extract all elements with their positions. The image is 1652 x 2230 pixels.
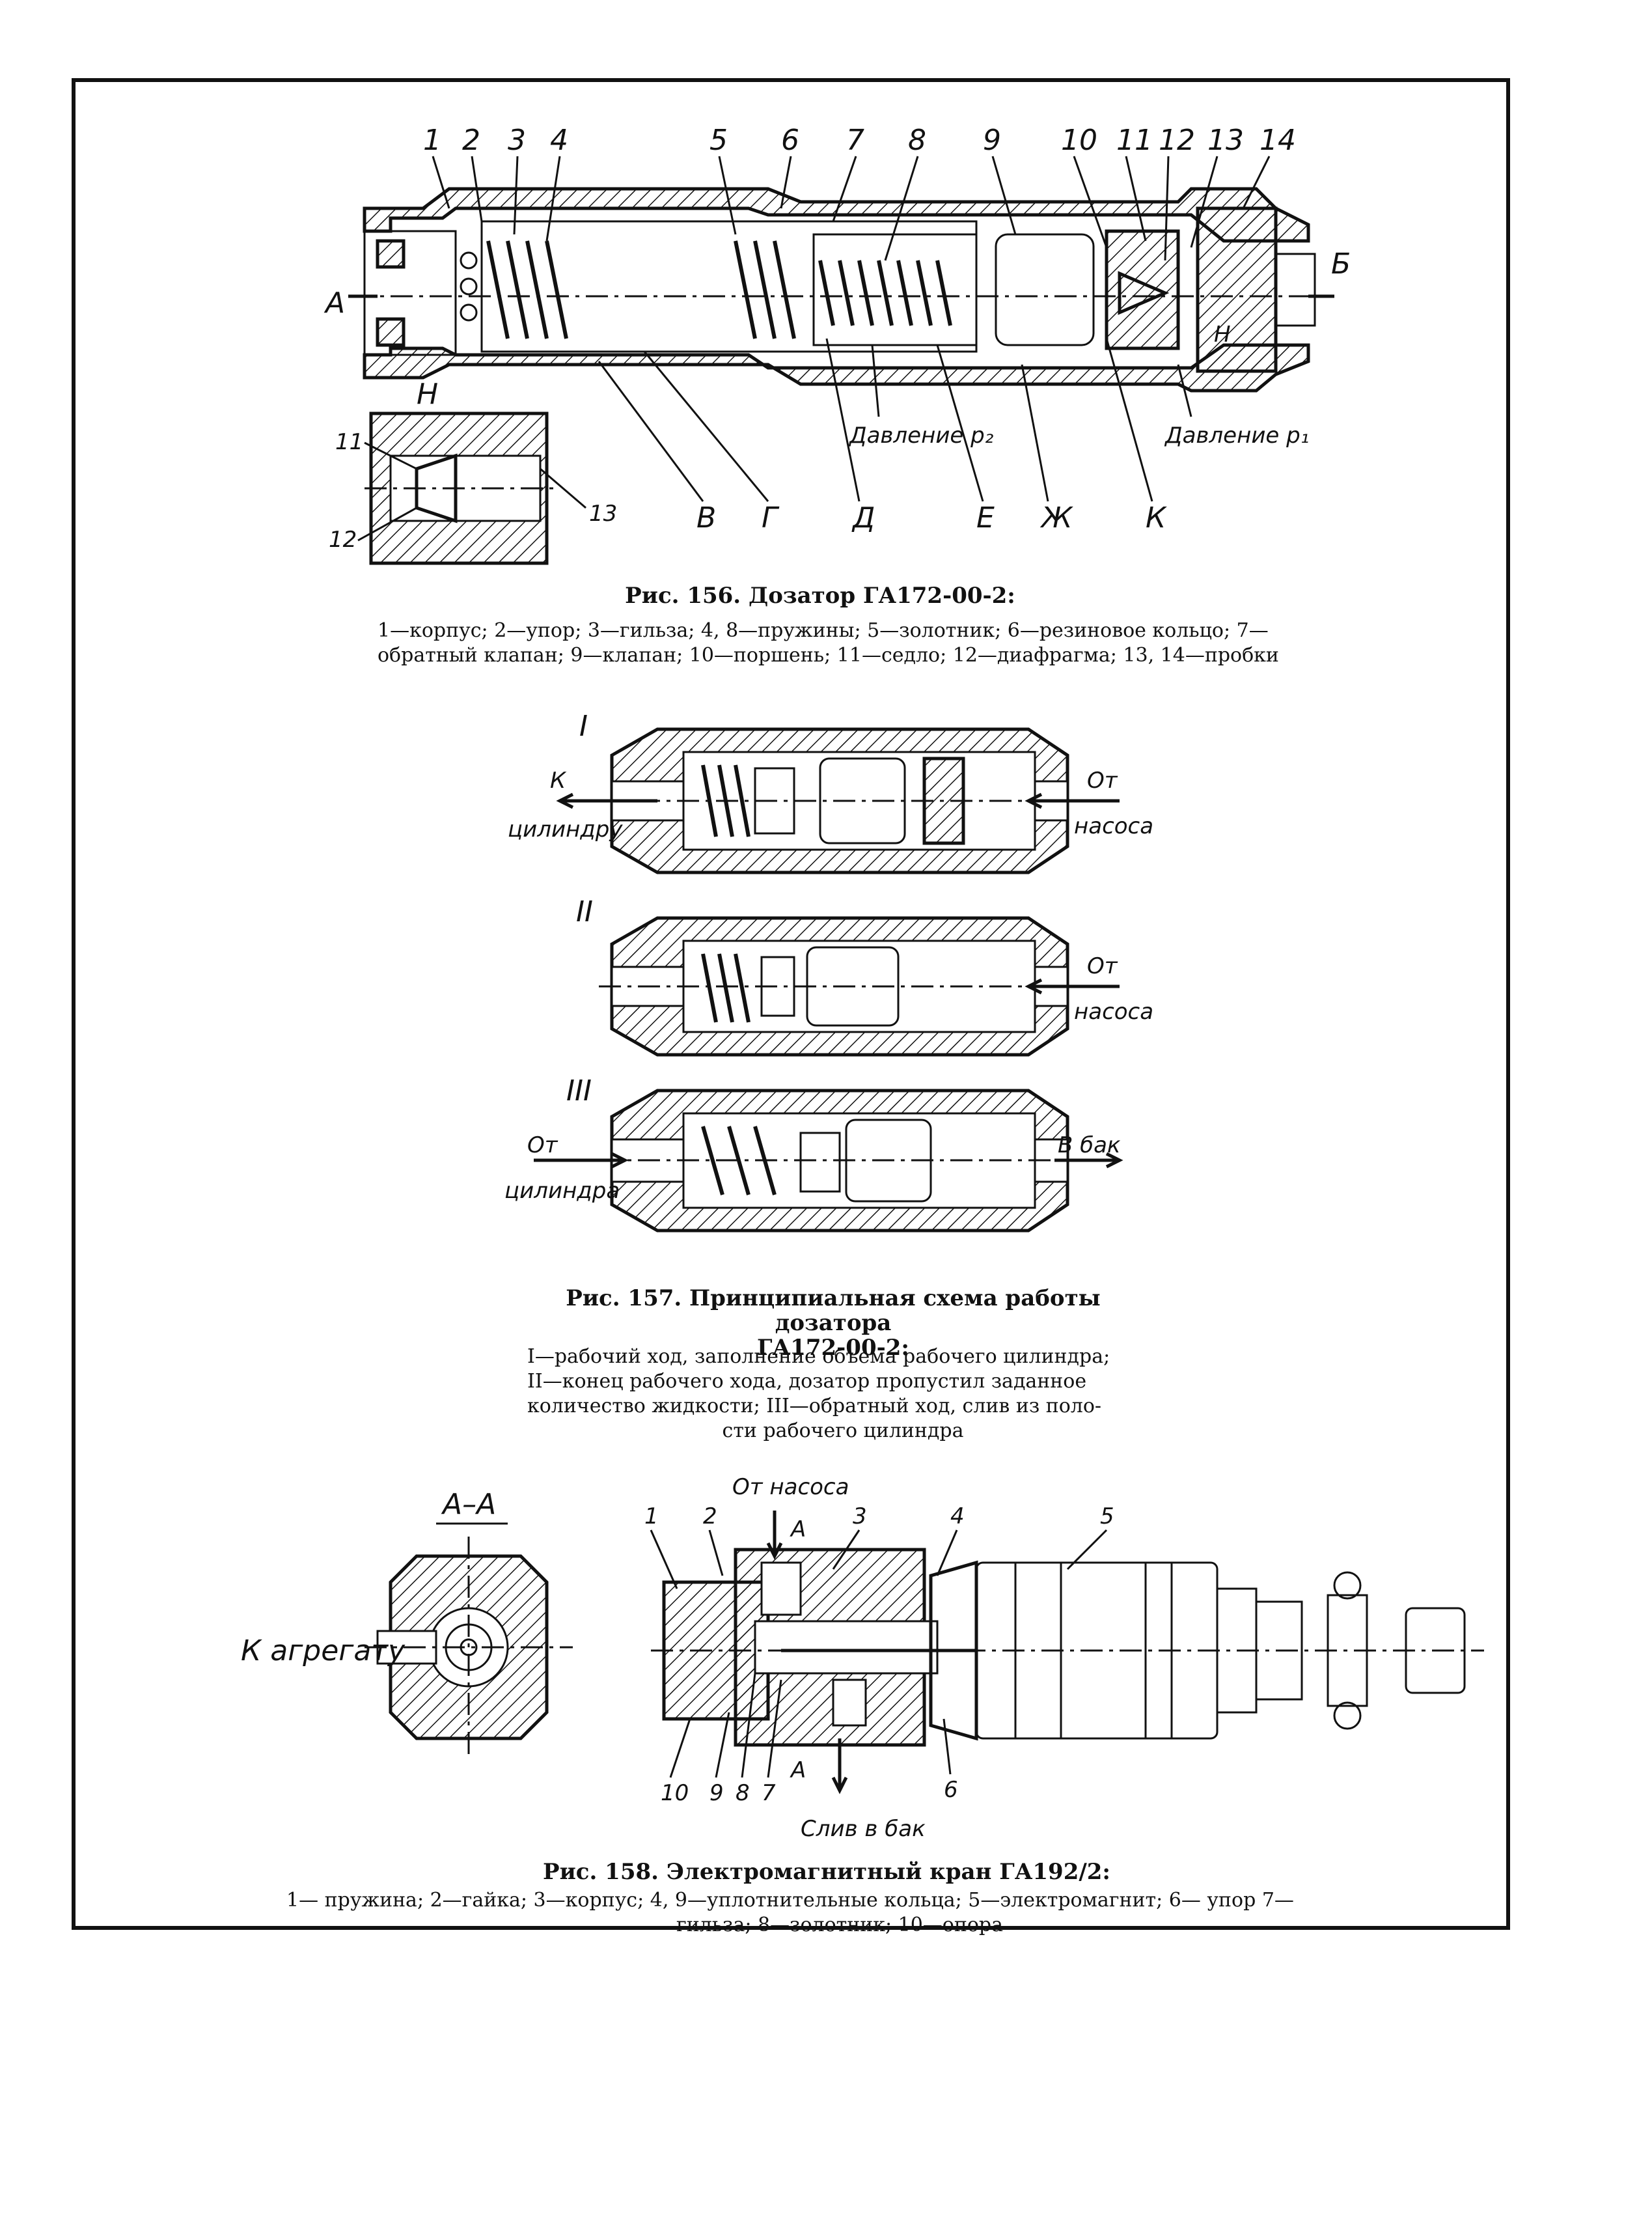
fig158-valve: От насоса Слив в бак А А [651,1474,1484,1842]
callout-14: 14 [1260,124,1296,157]
fig156-detail-h: Н 11 12 13 [329,378,617,565]
fig158-caption-line2: гильза; 8—золотник; 10—опора [676,1914,1003,1936]
stage2-right-2: насоса [1074,999,1153,1025]
fig156-left-plug [363,230,457,356]
callout-4: 4 [550,124,568,157]
fig157-caption-title-1: Рис. 157. Принципиальная схема работы до… [566,1285,1101,1336]
fig156-caption-title: Рис. 156. Дозатор ГА172-00-2: [625,583,1015,609]
fig157-stage-3: III От цилиндра В бак [504,1074,1123,1233]
callout-13: 13 [1207,124,1244,157]
fig157-caption-title: Рис. 157. Принципиальная схема работы до… [521,1286,1146,1360]
stage3-right: В бак [1058,1132,1121,1158]
stage1-left-1: К [550,768,567,794]
fig158-drawing: А–А К агрегату От насоса Слив в бак [241,1474,1484,1842]
fig157-caption-line-4: сти рабочего цилиндра [722,1419,964,1442]
f158-callout-3: 3 [853,1503,867,1529]
fig156-pressure-p1: Давление p₁ [1164,423,1309,449]
callout-12: 12 [1159,124,1195,157]
f158-callout-9: 9 [709,1780,724,1806]
section-mark-top: А [790,1516,806,1542]
fig156-port-a: А [324,286,345,320]
stage3-left-1: От [527,1132,558,1158]
fig158-caption-title: Рис. 158. Электромагнитный кран ГА192/2: [543,1859,1110,1885]
fig156-letter-e: Е [976,501,995,535]
fig158-section-aa: А–А К агрегату [241,1488,573,1758]
f158-callout-6: 6 [944,1777,958,1803]
fig157-caption-title-2: ГА172-00-2: [757,1335,909,1361]
stage2-numeral: II [576,895,593,928]
callout-2: 2 [462,124,480,157]
fig156-spring-8 [818,260,952,326]
callout-8: 8 [908,124,926,157]
callout-9: 9 [983,124,1001,157]
fig158-caption-body: 1— пружина; 2—гайка; 3—корпус; 4, 9—упло… [286,1888,1393,1938]
fig156-letter-g: Г [762,501,780,535]
fig156-body-bottom [363,343,1310,393]
f158-callout-10: 10 [661,1780,689,1806]
fig156-callouts: 1 2 3 4 5 6 7 8 9 10 11 12 13 14 [423,124,1296,157]
fig157-drawing: I К цилиндру От насоса II От насоса III … [504,710,1153,1233]
fig156-caption-body: 1—корпус; 2—упор; 3—гильза; 4, 8—пружины… [378,619,1354,668]
stage3-left-2: цилиндра [504,1178,620,1204]
fig157-stage-1: I К цилиндру От насоса [508,710,1153,874]
fig156-letter-zh: Ж [1039,501,1073,535]
f158-callout-1: 1 [644,1503,659,1529]
f158-callout-2: 2 [703,1503,717,1529]
stage3-numeral: III [566,1074,592,1108]
from-pump-label: От насоса [732,1474,849,1500]
fig156-pressure-p2: Давление p₂ [848,423,994,449]
f158-callout-7: 7 [762,1780,776,1806]
fig157-stage-2: II От насоса [576,895,1153,1057]
fig156-spring-3 [486,240,568,339]
fig156-spring-5 [734,240,796,339]
fig156-port-n: Н [1214,322,1231,348]
f158-callout-5: 5 [1100,1503,1114,1529]
fig156-letter-k: К [1146,501,1167,535]
fig156-drawing: 1 2 3 4 5 6 7 8 9 10 11 12 13 14 А Б Н Д… [324,124,1351,565]
fig157-caption-body: I—рабочий ход, заполнение объема рабочег… [527,1345,1159,1443]
detail-13: 13 [589,501,617,527]
section-mark-bottom: А [790,1757,806,1783]
fig156-right-plug [1196,206,1278,373]
fig158-caption-line1: 1— пружина; 2—гайка; 3—корпус; 4, 9—упло… [286,1889,1294,1912]
stage1-right-2: насоса [1074,813,1153,839]
callout-3: 3 [508,124,526,157]
fig156-valve [995,233,1095,346]
callout-1: 1 [423,124,441,157]
fig157-caption-line-1: I—рабочий ход, заполнение объема рабочег… [527,1345,1110,1368]
stage1-left-2: цилиндру [508,816,623,843]
fig156-caption-line2: обратный клапан; 9—клапан; 10—поршень; 1… [378,644,1279,667]
to-unit-label: К агрегату [241,1634,406,1667]
drain-label: Слив в бак [801,1816,926,1842]
stage1-numeral: I [579,710,588,743]
callout-10: 10 [1061,124,1097,157]
fig156-caption-line1: 1—корпус; 2—упор; 3—гильза; 4, 8—пружины… [378,619,1269,642]
detail-title: Н [417,378,438,411]
page-border [72,78,1510,1930]
section-aa-title: А–А [441,1488,496,1521]
detail-12: 12 [329,527,357,553]
callout-7: 7 [846,124,864,157]
callout-11: 11 [1116,124,1153,157]
f158-callout-8: 8 [736,1780,750,1806]
fig156-port-b: Б [1331,247,1351,281]
fig157-caption-line-2: II—конец рабочего хода, дозатор пропусти… [527,1370,1087,1393]
detail-11: 11 [335,429,363,455]
fig158-callouts: 1 2 3 4 5 10 9 8 7 6 [644,1503,1114,1806]
callout-6: 6 [781,124,799,157]
fig156-letter-d: Д [851,501,875,535]
fig156-letter-v: В [696,501,716,535]
callout-5: 5 [709,124,728,157]
stage2-right-1: От [1087,953,1118,979]
fig157-caption-line-3: количество жидкости; III—обратный ход, с… [527,1395,1102,1417]
stage1-right-1: От [1087,768,1118,794]
f158-callout-4: 4 [950,1503,965,1529]
